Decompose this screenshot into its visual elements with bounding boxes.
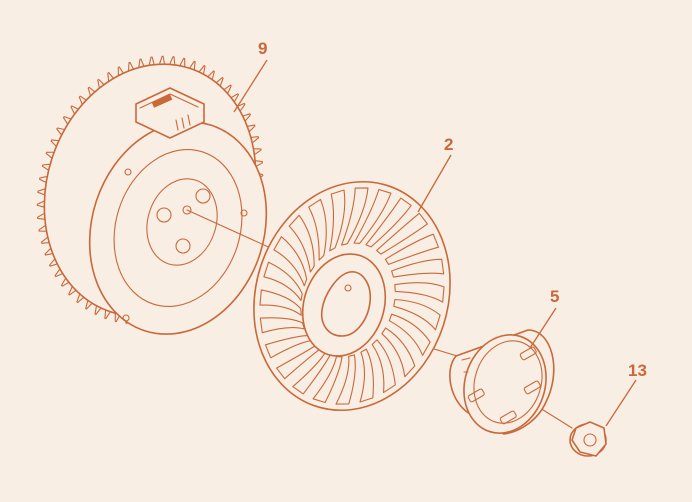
leader-line-5 (529, 307, 557, 349)
cup-slot (467, 388, 485, 403)
flywheel-magnet-ribs (175, 114, 191, 131)
leader-line-13 (605, 379, 637, 427)
callout-13: 13 (628, 361, 647, 380)
fan-blade (359, 348, 374, 403)
flywheel-magnet-slot (151, 94, 173, 108)
fan-blade (259, 289, 302, 316)
cup-detail (461, 357, 471, 373)
fan-blade (264, 335, 312, 359)
fan-blade (371, 339, 396, 394)
cup-slot (519, 346, 537, 361)
callout-9: 9 (258, 39, 267, 58)
flywheel-inner-recess (113, 148, 243, 308)
fan-blade (259, 317, 305, 334)
fan-blade (292, 352, 331, 395)
fan-blade (308, 198, 327, 261)
cup-slot (499, 410, 517, 425)
flywheel-part (36, 55, 268, 335)
fan-blade (381, 327, 416, 378)
fan-blade (353, 188, 392, 244)
fan-blade (288, 214, 315, 273)
flywheel-boss (122, 314, 130, 322)
fan-blade (312, 356, 343, 404)
leader-line-9 (233, 59, 268, 113)
fan-blade (376, 212, 428, 255)
flange-nut-part (569, 421, 607, 457)
fan-blade (263, 261, 303, 302)
callouts: 9 2 5 13 (233, 39, 647, 427)
fan-blade (365, 197, 412, 248)
callout-5: 5 (550, 287, 559, 306)
flywheel-hub (146, 178, 218, 266)
fan-blades (259, 187, 445, 405)
fan-blade (384, 233, 440, 265)
fan-part (253, 180, 451, 412)
starter-cup-part (449, 329, 555, 435)
flywheel-hub-hole (156, 207, 172, 223)
callout-2: 2 (444, 135, 453, 154)
flywheel-magnet (135, 87, 205, 139)
flywheel-boss (124, 168, 132, 176)
cup-inner-rim (473, 340, 543, 424)
leader-line-2 (417, 154, 452, 213)
fan-blade (341, 187, 369, 246)
fan-blade (391, 258, 445, 278)
nut-bore (583, 433, 597, 447)
fan-blade (394, 282, 445, 303)
flywheel-center-bore (182, 205, 192, 215)
fan-blade (273, 236, 308, 287)
flywheel-hub-hole (175, 238, 191, 254)
fan-blade (388, 313, 431, 356)
nut-hex (571, 421, 607, 457)
fan-blade (276, 345, 320, 380)
cup-slot (523, 380, 541, 395)
fan-hub-plate (320, 271, 372, 337)
flywheel-front-face (88, 121, 268, 335)
fan-blade (393, 298, 441, 331)
flywheel-boss (240, 209, 248, 217)
flywheel-hub-hole (195, 188, 211, 204)
fan-hub-hole (344, 284, 352, 292)
fan-blade (329, 189, 346, 252)
flywheel-magnet-edge (139, 93, 199, 109)
fan-blade (335, 354, 356, 405)
